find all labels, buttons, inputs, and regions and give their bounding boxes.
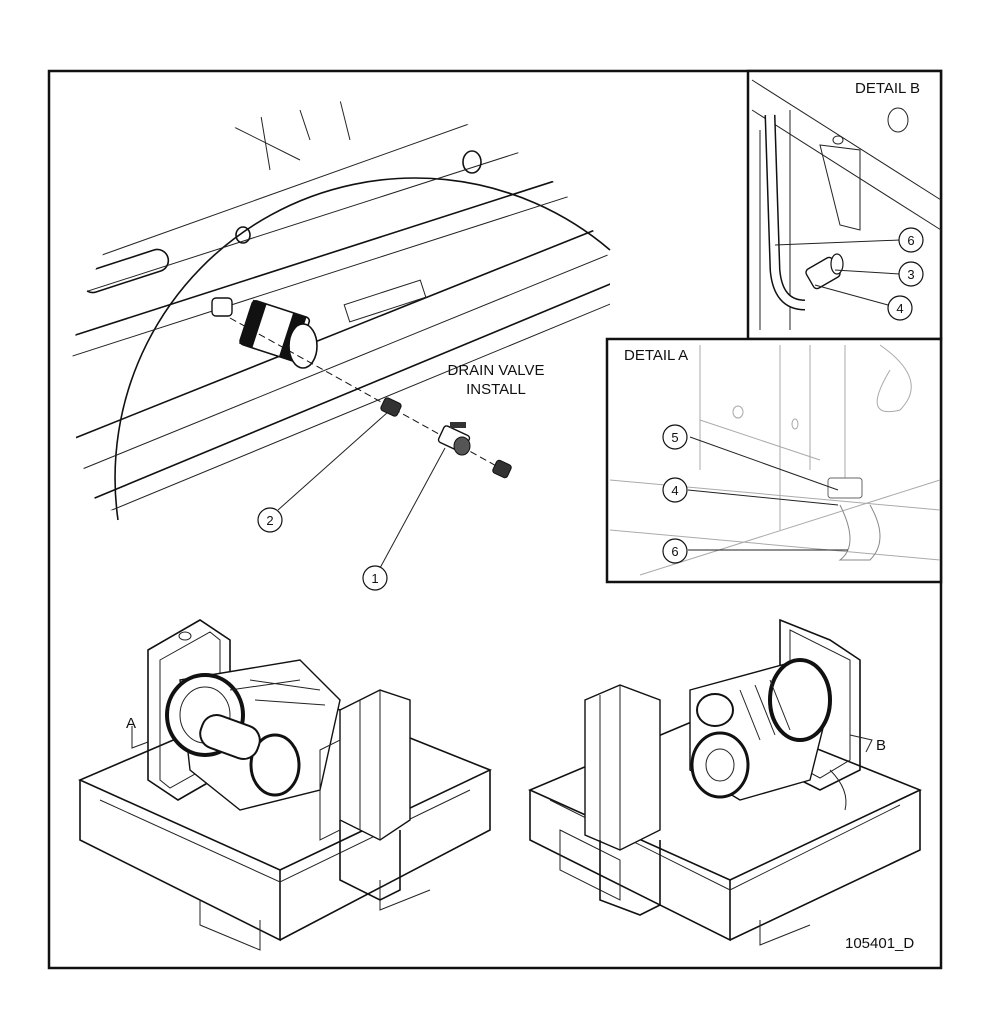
svg-text:6: 6 bbox=[671, 544, 678, 559]
right-iso-assembly bbox=[527, 618, 922, 946]
callout-detail-b-3: 3 bbox=[898, 261, 924, 287]
callout-detail-a-5: 5 bbox=[662, 424, 688, 450]
svg-text:4: 4 bbox=[671, 483, 678, 498]
callout-2: 2 bbox=[257, 507, 283, 533]
svg-text:5: 5 bbox=[671, 430, 678, 445]
callout-detail-b-4: 4 bbox=[887, 295, 913, 321]
drain-valve-label: DRAIN VALVE bbox=[448, 362, 545, 379]
detail-b-panel: DETAIL B bbox=[746, 69, 943, 341]
svg-text:2: 2 bbox=[266, 513, 273, 528]
svg-text:3: 3 bbox=[907, 267, 914, 282]
svg-text:4: 4 bbox=[896, 301, 903, 316]
drain-valve-zoom-view bbox=[71, 101, 611, 569]
callout-detail-a-4: 4 bbox=[662, 477, 688, 503]
left-iso-assembly bbox=[78, 619, 492, 951]
svg-text:6: 6 bbox=[907, 233, 914, 248]
svg-text:1: 1 bbox=[371, 571, 378, 586]
detail-b-label: DETAIL B bbox=[855, 80, 920, 97]
callout-detail-b-6: 6 bbox=[898, 227, 924, 253]
pipe-nipple bbox=[380, 397, 402, 417]
view-marker-b: B bbox=[876, 737, 886, 754]
drain-valve-label-line2: INSTALL bbox=[466, 381, 526, 398]
drawing-number: 105401_D bbox=[845, 935, 914, 952]
callout-1: 1 bbox=[362, 565, 388, 591]
detail-a-label: DETAIL A bbox=[624, 347, 688, 364]
callout-detail-a-6: 6 bbox=[662, 538, 688, 564]
view-marker-a: A bbox=[126, 715, 136, 732]
detail-a-panel: DETAIL A bbox=[605, 337, 943, 584]
drain-valve bbox=[437, 422, 512, 479]
